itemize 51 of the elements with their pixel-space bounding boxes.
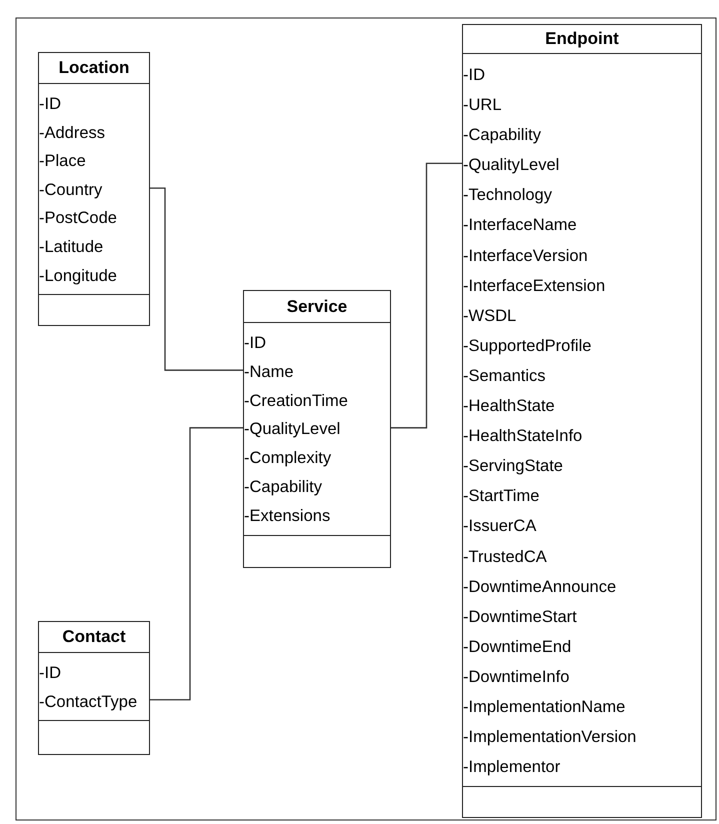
attribute-text: -Capability	[244, 476, 323, 498]
class-box	[462, 24, 702, 818]
attribute-text: -Address	[39, 122, 106, 144]
attribute-text: -Country	[39, 180, 104, 201]
attribute-text: -DowntimeStart	[463, 606, 578, 628]
attribute-text: -ServingState	[463, 456, 564, 478]
association-line	[150, 187, 243, 371]
attribute-text: -DowntimeEnd	[463, 636, 572, 658]
attribute-text: -HealthStateInfo	[463, 426, 584, 448]
attribute-text: -QualityLevel	[463, 155, 560, 176]
attribute-text: -Capability	[463, 125, 542, 146]
attribute-text: -ID	[463, 65, 486, 86]
class-box	[243, 290, 391, 568]
attribute-text: -IssuerCA	[463, 516, 538, 538]
class-name: Contact	[62, 627, 126, 647]
attribute-text: -InterfaceVersion	[463, 246, 589, 267]
attribute-text: -ID	[39, 663, 62, 684]
attribute-text: -Extensions	[244, 506, 332, 527]
attribute-text: -QualityLevel	[244, 419, 342, 440]
attribute-text: -ImplementationName	[463, 696, 626, 718]
attribute-text: -CreationTime	[244, 390, 349, 412]
attribute-text: -URL	[463, 95, 503, 116]
attribute-text: -InterfaceExtension	[463, 276, 606, 297]
attribute-text: -WSDL	[463, 306, 518, 327]
attribute-text: -ID	[244, 333, 267, 354]
attribute-text: -Name	[244, 362, 295, 383]
attribute-text: -ContactType	[39, 692, 138, 712]
attribute-text: -Complexity	[244, 448, 332, 470]
association-line	[391, 162, 462, 428]
class-name: Endpoint	[545, 29, 619, 49]
attribute-text: -Semantics	[463, 366, 547, 387]
attribute-text: -ImplementationVersion	[463, 727, 638, 748]
class-box	[38, 52, 150, 326]
attribute-text: -TrustedCA	[463, 546, 548, 568]
association-line	[150, 427, 243, 700]
attribute-text: -SupportedProfile	[463, 336, 592, 357]
attribute-text: -DowntimeAnnounce	[463, 576, 618, 598]
attribute-text: -ID	[39, 94, 62, 115]
attribute-text: -InterfaceName	[463, 215, 578, 236]
class-name: Location	[58, 58, 130, 78]
class-name: Service	[286, 296, 348, 316]
attribute-text: -PostCode	[39, 208, 118, 230]
attribute-text: -Technology	[463, 185, 553, 206]
attribute-text: -DowntimeInfo	[463, 666, 570, 688]
class-box	[38, 621, 150, 755]
attribute-text: -HealthState	[463, 396, 556, 418]
attribute-text: -Implementor	[463, 757, 562, 778]
attribute-text: -StartTime	[463, 486, 540, 508]
attribute-text: -Longitude	[39, 266, 118, 287]
attribute-text: -Latitude	[39, 236, 104, 258]
attribute-text: -Place	[39, 151, 87, 172]
